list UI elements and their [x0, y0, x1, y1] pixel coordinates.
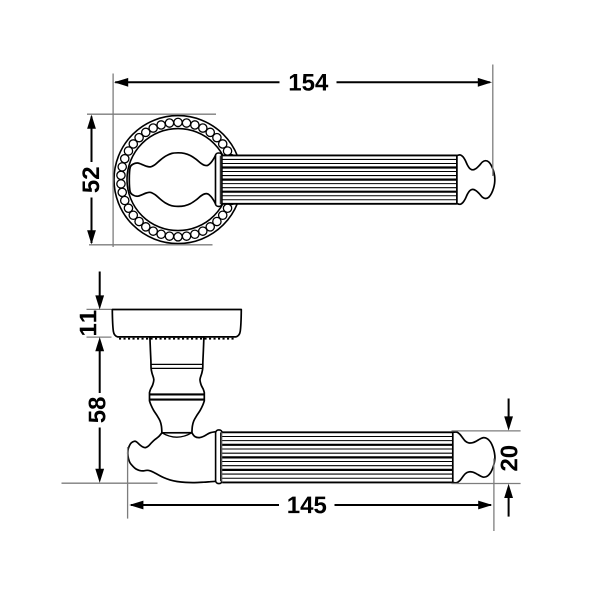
dimension-arrowhead — [114, 77, 129, 87]
rose-bead — [217, 139, 228, 149]
rose-bead — [181, 231, 192, 241]
dim-digit-0 — [500, 445, 518, 458]
dim-digit-5 — [314, 496, 327, 514]
neck-lever-junction-line — [161, 432, 193, 438]
dim-rose-diameter-label — [82, 167, 100, 193]
grip-side-fluted — [222, 431, 454, 484]
dimension-annotations — [61, 64, 521, 531]
rose-bead — [140, 127, 151, 138]
dim-digit-2 — [500, 459, 518, 471]
rose-bead — [190, 120, 200, 130]
dim-projection-label — [88, 397, 106, 423]
rose-bead — [198, 226, 208, 236]
dimension-arrowhead — [504, 483, 513, 498]
rose-bead — [128, 210, 139, 221]
rose-bead — [134, 216, 144, 227]
dimension-lines — [90, 81, 510, 517]
rose-bead — [123, 203, 134, 214]
lever-body-side-outline — [126, 430, 218, 484]
rose-bead — [217, 210, 228, 221]
dim-digit-1 — [288, 496, 300, 514]
rose-bead — [119, 195, 130, 206]
rose-bead — [198, 123, 208, 133]
rose-bead — [212, 132, 222, 143]
grip-end-finial-front — [456, 154, 496, 206]
dimension-arrowhead — [87, 230, 96, 245]
rose-bead — [181, 118, 192, 128]
side-view — [111, 308, 496, 485]
grip-collar-side — [214, 429, 224, 485]
dim-digit-5 — [82, 180, 100, 193]
dim-digit-5 — [88, 410, 106, 423]
rose-bead — [190, 229, 200, 240]
dim-lever-length-label — [288, 496, 327, 514]
neck-ring-grooves — [149, 363, 205, 401]
grip-collar-front — [214, 152, 223, 208]
dimension-arrowhead — [87, 114, 96, 129]
rose-bead — [116, 179, 126, 189]
rose-bead — [123, 146, 134, 156]
dim-digit-2 — [82, 167, 100, 179]
rose-bead — [173, 232, 183, 242]
rose-bead — [156, 229, 166, 240]
dimension-arrowhead — [95, 337, 105, 352]
dimension-arrowhead — [478, 500, 493, 510]
dimension-arrowhead — [504, 416, 513, 431]
rose-bead — [134, 132, 144, 143]
rose-bead — [148, 226, 158, 236]
dim-digit-5 — [302, 74, 315, 91]
dim-digit-8 — [88, 397, 106, 410]
dimension-arrowhead — [95, 468, 105, 483]
rose-bead — [222, 146, 233, 156]
rose-bead — [156, 120, 166, 130]
rose-bead — [116, 170, 126, 181]
dim-digit-1 — [79, 323, 97, 336]
extension-lines — [61, 64, 521, 531]
dim-digit-4 — [300, 496, 314, 514]
dimension-arrowhead — [95, 295, 105, 310]
dim-total-length-label — [289, 74, 329, 91]
dim-digit-1 — [79, 310, 97, 322]
rose-bead — [173, 117, 183, 128]
dimension-arrowhead — [129, 500, 144, 510]
dim-digit-1 — [289, 74, 301, 91]
rose-bead — [117, 162, 128, 172]
front-view — [113, 114, 496, 245]
dimension-arrowheads — [87, 77, 513, 510]
rose-side-outline — [111, 308, 243, 338]
rose-bead — [212, 216, 222, 227]
grip-end-finial-side — [451, 431, 496, 484]
dim-rose-height-label — [79, 310, 97, 336]
handle-neck-side-outline — [148, 336, 206, 434]
dimension-arrowhead — [477, 77, 492, 87]
rose-bead — [205, 127, 216, 138]
grip-front-fluted — [221, 154, 458, 205]
rose-bead — [119, 153, 130, 164]
rose-bead — [148, 123, 158, 133]
rose-bead — [128, 139, 139, 149]
rose-bead — [140, 222, 151, 232]
rose-bead — [117, 187, 128, 198]
rose-bead — [164, 118, 175, 128]
dim-grip-diameter-label — [500, 445, 518, 471]
rose-bead — [205, 222, 216, 232]
dim-digit-4 — [315, 74, 329, 91]
rose-bead — [164, 231, 175, 241]
